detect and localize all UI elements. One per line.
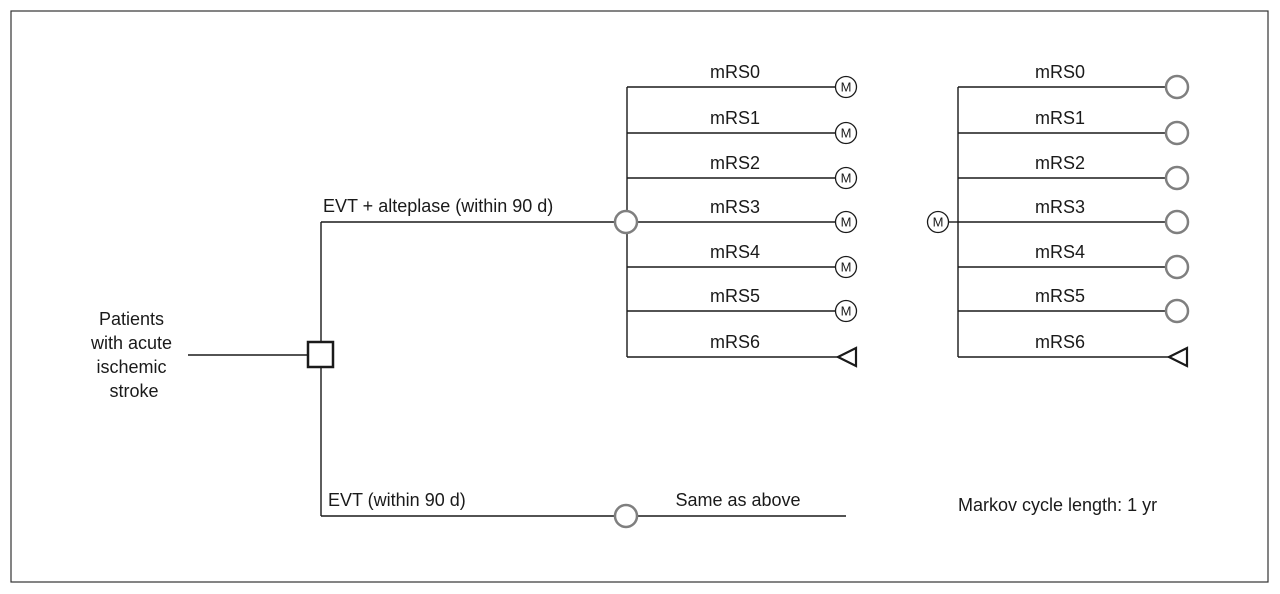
markov-state-node xyxy=(1164,120,1190,146)
outcome-label: mRS0 xyxy=(710,62,760,82)
outcome-label: mRS5 xyxy=(710,286,760,306)
markov-state-label: mRS3 xyxy=(1035,197,1085,217)
markov-root-node-label: M xyxy=(933,215,944,230)
outcome-label: mRS6 xyxy=(710,332,760,352)
outcome-label: mRS4 xyxy=(710,242,760,262)
branch-label-evt-alteplase: EVT + alteplase (within 90 d) xyxy=(323,196,553,216)
markov-terminal-node xyxy=(1166,346,1189,368)
markov-state-node xyxy=(1164,74,1190,100)
markov-state-label: mRS5 xyxy=(1035,286,1085,306)
same-as-above-label: Same as above xyxy=(675,490,800,510)
chance-node-evt-alteplase xyxy=(613,209,639,235)
markov-root-node xyxy=(926,210,950,234)
markov-state-node xyxy=(1164,298,1190,324)
markov-state-label: mRS1 xyxy=(1035,108,1085,128)
markov-node xyxy=(834,166,858,190)
markov-cycle-note: Markov cycle length: 1 yr xyxy=(958,495,1157,515)
markov-node-label: M xyxy=(841,126,852,141)
markov-node-label: M xyxy=(841,215,852,230)
markov-node-label: M xyxy=(841,260,852,275)
outcome-label: mRS2 xyxy=(710,153,760,173)
root-label-line: ischemic xyxy=(96,357,166,377)
markov-node xyxy=(834,299,858,323)
root-label: Patients with acute ischemic stroke xyxy=(90,309,177,401)
chance-node-evt xyxy=(613,503,639,529)
markov-state-node xyxy=(1164,209,1190,235)
markov-state-node xyxy=(1164,254,1190,280)
root-label-line: stroke xyxy=(109,381,158,401)
outcome-label: mRS1 xyxy=(710,108,760,128)
markov-state-label: mRS4 xyxy=(1035,242,1085,262)
markov-node xyxy=(834,75,858,99)
markov-state-label: mRS6 xyxy=(1035,332,1085,352)
root-label-line: with acute xyxy=(90,333,172,353)
outcome-label: mRS3 xyxy=(710,197,760,217)
markov-node-label: M xyxy=(841,304,852,319)
markov-node xyxy=(834,121,858,145)
markov-node-label: M xyxy=(841,80,852,95)
markov-node-label: M xyxy=(841,171,852,186)
terminal-node xyxy=(835,346,858,368)
decision-node xyxy=(306,340,335,369)
markov-state-label: mRS2 xyxy=(1035,153,1085,173)
markov-node xyxy=(834,210,858,234)
root-label-line: Patients xyxy=(99,309,164,329)
diagram-frame xyxy=(10,10,1269,583)
branch-label-evt: EVT (within 90 d) xyxy=(328,490,466,510)
markov-state-node xyxy=(1164,165,1190,191)
markov-node xyxy=(834,255,858,279)
markov-state-label: mRS0 xyxy=(1035,62,1085,82)
